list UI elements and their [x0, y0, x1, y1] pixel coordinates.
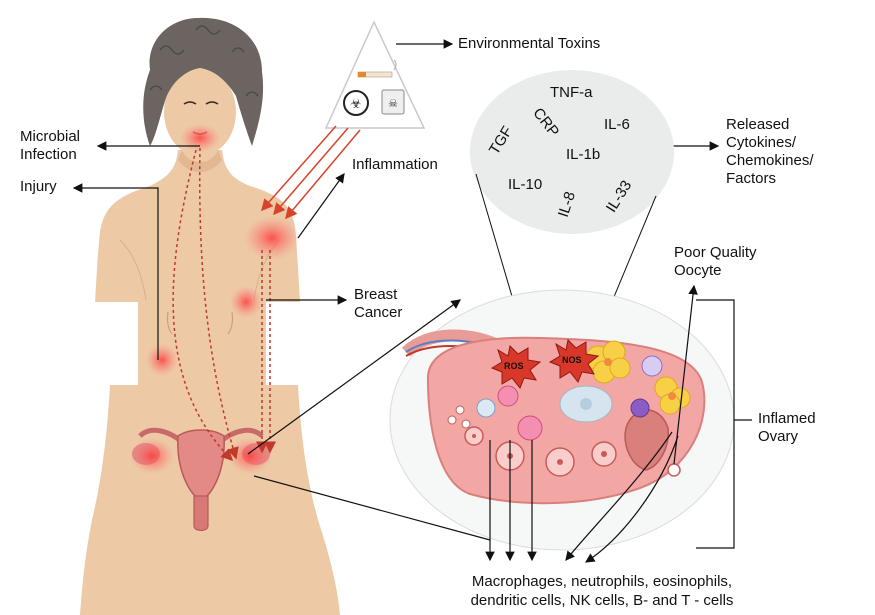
label-released-line2: Cytokines/ — [726, 134, 814, 152]
censor-box-left — [66, 302, 138, 385]
label-inflammation: Inflammation — [352, 156, 438, 174]
svg-text:☣: ☣ — [350, 97, 362, 112]
label-released-factors: Released Cytokines/ Chemokines/ Factors — [726, 116, 814, 188]
label-breast-cancer: Breast Cancer — [354, 286, 402, 322]
glow-shoulder — [244, 216, 300, 260]
glow-face — [180, 124, 220, 152]
nos-label: NOS — [562, 355, 582, 365]
label-breast-line1: Breast — [354, 286, 402, 304]
label-microbial-line1: Microbial — [20, 128, 80, 146]
label-released-line1: Released — [726, 116, 814, 134]
label-environmental-toxins: Environmental Toxins — [458, 35, 600, 53]
ros-label: ROS — [504, 361, 524, 371]
glow-ovary-right — [228, 438, 272, 474]
glow-breast — [230, 286, 262, 318]
censor-box-right — [266, 302, 340, 385]
label-inflamed-line2: Ovary — [758, 428, 816, 446]
cytokine-il-10: IL-10 — [508, 176, 542, 193]
label-microbial-line2: Infection — [20, 146, 80, 164]
label-microbial-infection: Microbial Infection — [20, 128, 80, 164]
label-oocyte-line2: Oocyte — [674, 262, 757, 280]
label-cells-line1: Macrophages, neutrophils, eosinophils, — [392, 572, 812, 591]
label-released-line3: Chemokines/ — [726, 152, 814, 170]
label-inflamed-line1: Inflamed — [758, 410, 816, 428]
label-injury: Injury — [20, 178, 57, 196]
cytokine-il-1b: IL-1b — [566, 146, 600, 163]
label-breast-line2: Cancer — [354, 304, 402, 322]
label-inflamed-ovary: Inflamed Ovary — [758, 410, 816, 446]
glow-ovary-left — [130, 438, 174, 474]
glow-abdomen — [146, 344, 178, 376]
cytokine-il-6: IL-6 — [604, 116, 630, 133]
cytokine-tnf-a: TNF-a — [550, 84, 593, 101]
label-poor-quality-oocyte: Poor Quality Oocyte — [674, 244, 757, 280]
label-immune-cells: Macrophages, neutrophils, eosinophils, d… — [392, 572, 812, 610]
toxin-triangle: ☣ ☠ — [326, 22, 424, 128]
label-released-line4: Factors — [726, 170, 814, 188]
label-oocyte-line1: Poor Quality — [674, 244, 757, 262]
label-cells-line2: dendritic cells, NK cells, B- and T - ce… — [392, 591, 812, 610]
svg-text:☠: ☠ — [388, 97, 398, 110]
inflamed-ovary — [390, 290, 734, 550]
